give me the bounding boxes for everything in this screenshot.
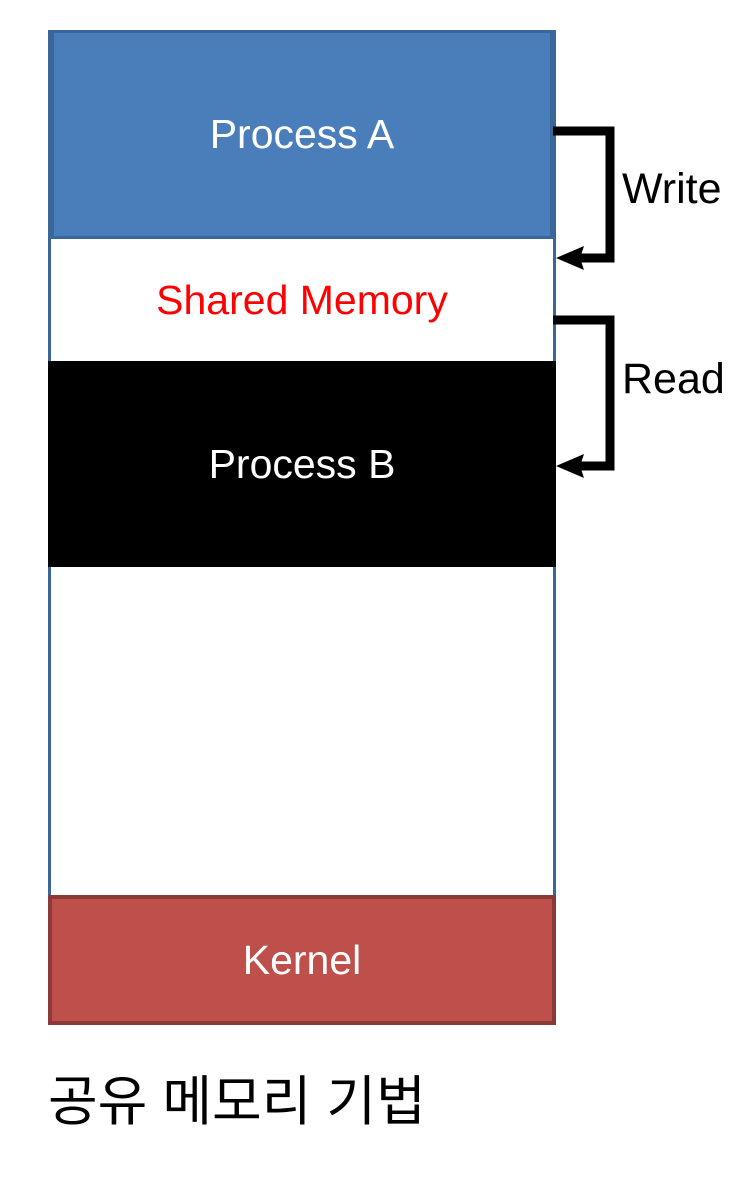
memory-block-process-b-label: Process B: [208, 440, 396, 487]
memory-map-container: Process A Shared Memory Process B: [48, 30, 556, 895]
memory-block-shared-memory-label: Shared Memory: [156, 276, 448, 323]
write-arrow-label: Write: [622, 165, 722, 213]
memory-block-process-a-label: Process A: [209, 111, 395, 157]
write-arrow: [553, 126, 615, 270]
memory-block-shared-memory: Shared Memory: [51, 239, 553, 361]
read-arrow: [553, 315, 615, 478]
read-arrow-label: Read: [622, 355, 725, 403]
memory-block-process-b: Process B: [48, 361, 556, 567]
memory-block-kernel: Kernel: [48, 895, 556, 1025]
memory-block-kernel-label: Kernel: [242, 936, 362, 983]
diagram-caption: 공유 메모리 기법: [48, 1072, 426, 1132]
memory-block-process-a: Process A: [51, 30, 553, 239]
memory-block-free-space: [51, 567, 553, 895]
